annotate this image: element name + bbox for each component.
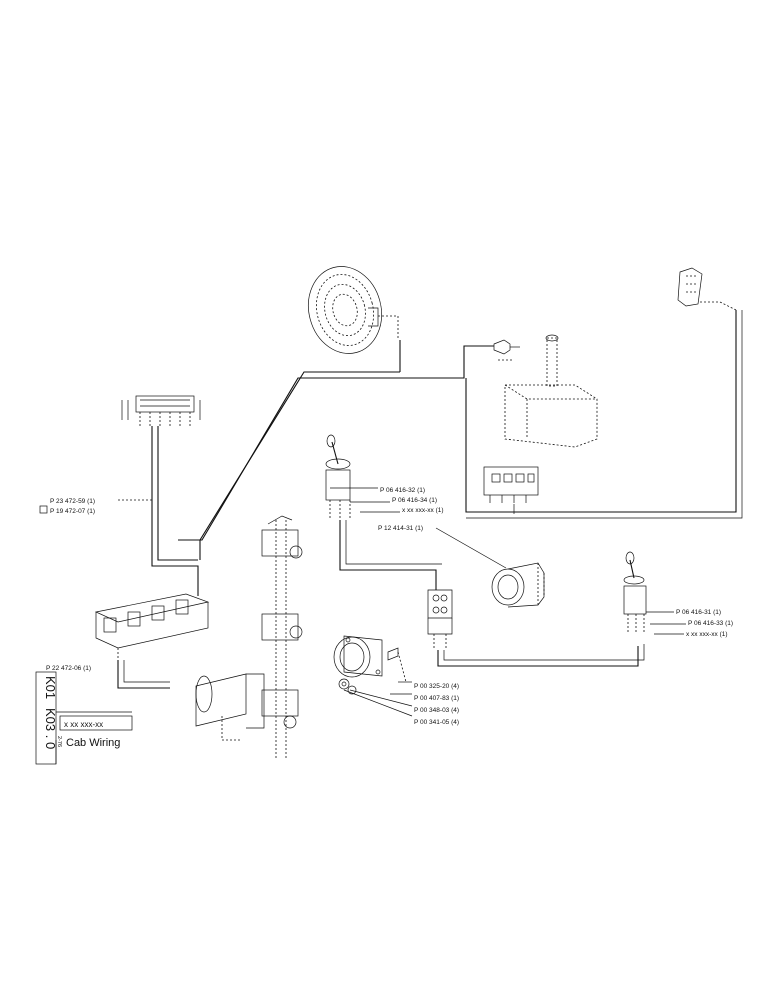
callout-p23472-59: P 23 472-59 (1) [50, 498, 95, 505]
hardware-nut-washer [338, 678, 357, 695]
callout-p00348-03: P 00 348-03 (4) [414, 707, 459, 714]
relay-bracket-assembly [261, 515, 303, 760]
switch-panel-left [94, 593, 210, 662]
callout-p06416-32: P 06 416-32 (1) [380, 487, 425, 494]
multipin-connector [427, 589, 453, 650]
drawing-title: Cab Wiring [66, 737, 120, 749]
callout-p06416-31: P 06 416-31 (1) [676, 609, 721, 616]
issue-date: 2-76 [56, 736, 62, 747]
tank-sender [504, 334, 598, 448]
part-number-placeholder: x xx xxx-xx [64, 720, 103, 729]
callout-leaders [117, 487, 686, 717]
lamp-top-right [677, 267, 737, 311]
wire-harness-routing [117, 310, 743, 689]
callout-p06416-34: P 06 416-34 (1) [392, 497, 437, 504]
toggle-switch-right [623, 551, 647, 634]
sheet-code-a: K01 [43, 676, 58, 699]
fuse-block-left [121, 395, 201, 426]
callout-p06416-33: P 06 416-33 (1) [688, 620, 733, 627]
square-symbol [39, 505, 48, 514]
callout-p00341-05: P 00 341-05 (4) [414, 719, 459, 726]
blower-fan [308, 266, 399, 354]
title-block: K01 K03 . 0 x xx xxx-xx 2-76 Cab Wiring [35, 671, 133, 765]
part-callouts: P 23 472-59 (1) P 19 472-07 (1) P 22 472… [39, 487, 733, 726]
callout-p00325-20: P 00 325-20 (4) [414, 683, 459, 690]
callout-xx-upper: x xx xxx-xx (1) [402, 507, 444, 514]
callout-p12414-31: P 12 414-31 (1) [378, 525, 423, 532]
callout-xx-right: x xx xxx-xx (1) [686, 631, 728, 638]
plug-connector-top [493, 339, 520, 361]
callout-p22472-06: P 22 472-06 (1) [46, 665, 91, 672]
sheet-code-b: K03 . 0 [43, 708, 58, 749]
toggle-switch-center [325, 434, 351, 518]
callout-p00407-83: P 00 407-83 (1) [414, 695, 459, 702]
round-socket-connector [491, 562, 545, 608]
motor-unit [195, 673, 265, 741]
flanged-socket [333, 635, 407, 683]
callout-p19472-07: P 19 472-07 (1) [50, 508, 95, 515]
terminal-block-right [483, 466, 539, 503]
